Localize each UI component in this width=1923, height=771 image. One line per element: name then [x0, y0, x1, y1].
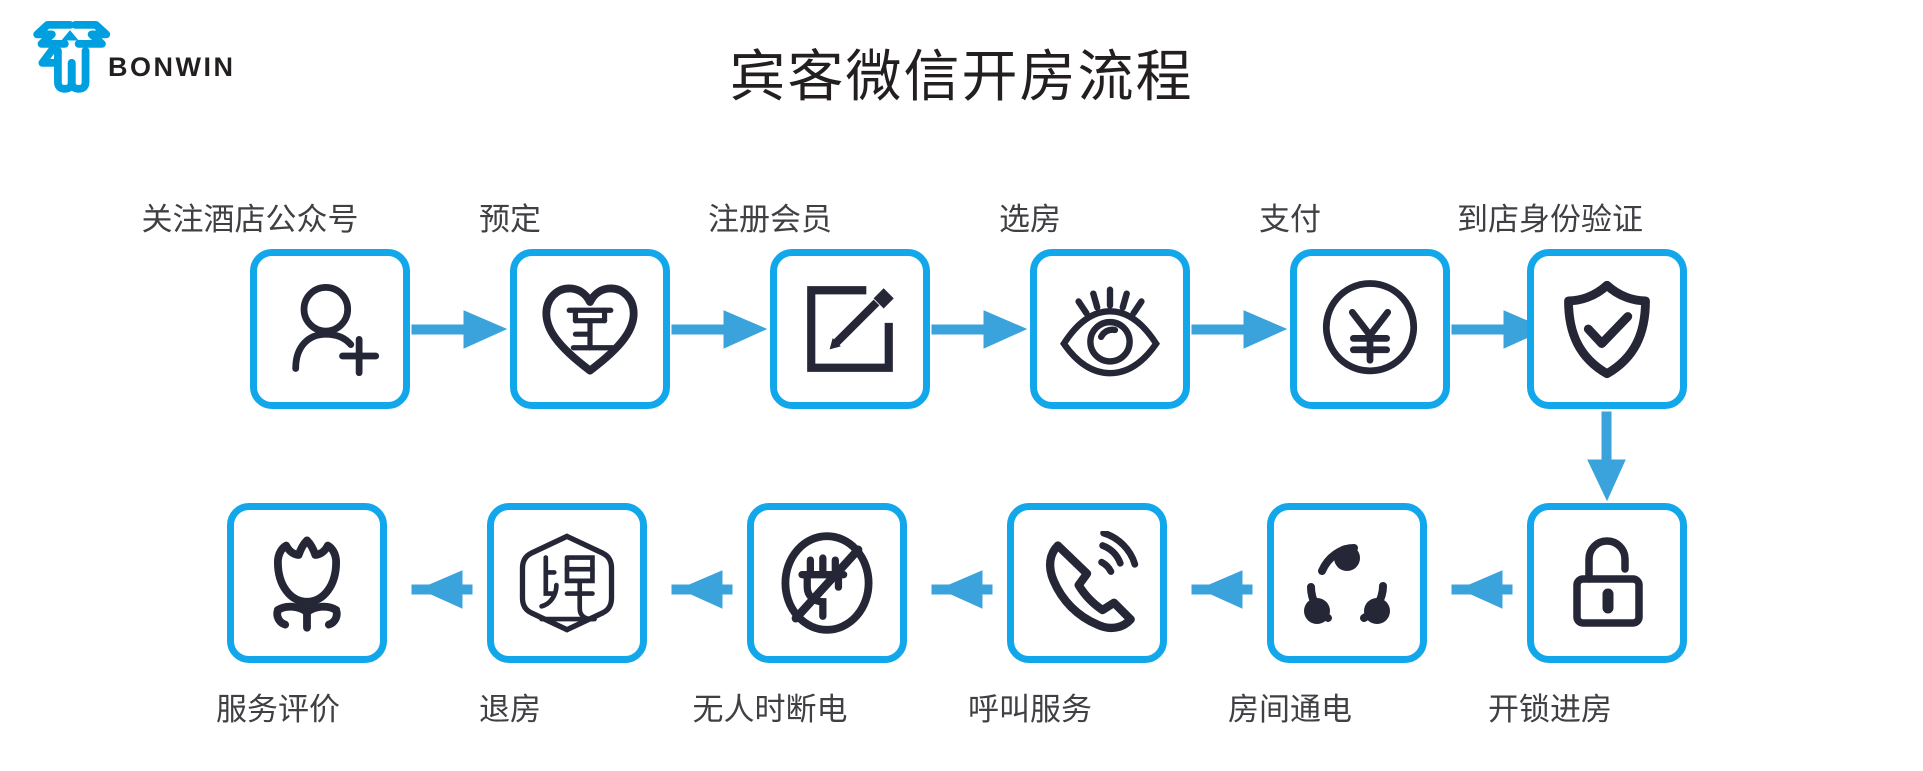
yen-circle-icon [1318, 277, 1422, 381]
brand-wordmark: BONWIN [108, 51, 236, 82]
phone-call-icon [1035, 531, 1139, 635]
flow-node-room-selection[interactable] [1030, 249, 1190, 409]
arrow-top-4-5 [1191, 310, 1288, 349]
arrow-top-1-2 [411, 310, 508, 349]
bonwin-propeller-logo-icon [26, 18, 114, 94]
user-add-icon [278, 277, 382, 381]
heart-ding-icon [538, 277, 642, 381]
node-label-2: 预定 [479, 202, 541, 238]
arrow-top-3-4 [931, 310, 1028, 349]
node-label-4: 选房 [999, 202, 1061, 238]
page-title: 宾客微信开房流程 [729, 45, 1194, 110]
node-label-12: 服务评价 [216, 692, 340, 728]
node-label-11: 退房 [479, 692, 541, 728]
arrow-bottom-7-8 [1451, 570, 1513, 609]
arrow-vertical-6-7 [1587, 411, 1626, 502]
flow-node-follow-official-account[interactable] [250, 249, 410, 409]
flow-node-unlock-enter-room[interactable] [1527, 503, 1687, 663]
arrow-bottom-11-12 [411, 570, 473, 609]
flow-node-service-review[interactable] [227, 503, 387, 663]
node-label-9: 呼叫服务 [968, 692, 1092, 728]
node-label-1: 关注酒店公众号 [141, 202, 359, 238]
flow-node-booking[interactable] [510, 249, 670, 409]
node-label-6: 到店身份验证 [1457, 202, 1643, 238]
tulip-flower-icon [255, 531, 359, 635]
arrow-bottom-9-10 [931, 570, 993, 609]
hexagon-tui-icon [514, 530, 620, 636]
flow-node-identity-verification[interactable] [1527, 249, 1687, 409]
share-nodes-icon [1295, 533, 1399, 633]
node-label-10: 无人时断电 [692, 692, 848, 728]
eye-icon [1056, 278, 1164, 380]
flow-node-power-off-when-vacant[interactable] [747, 503, 907, 663]
arrow-top-2-3 [671, 310, 768, 349]
arrow-bottom-8-9 [1191, 570, 1253, 609]
edit-square-icon [799, 278, 901, 380]
node-label-5: 支付 [1259, 202, 1321, 238]
arrow-bottom-10-11 [671, 570, 733, 609]
node-label-3: 注册会员 [708, 202, 832, 238]
node-label-7: 开锁进房 [1488, 692, 1612, 728]
unlock-icon [1557, 531, 1657, 635]
flow-node-call-service[interactable] [1007, 503, 1167, 663]
flow-node-payment[interactable] [1290, 249, 1450, 409]
shield-check-icon [1555, 277, 1659, 381]
node-label-8: 房间通电 [1228, 692, 1352, 728]
brand-logo: BONWIN [26, 16, 286, 96]
flow-node-member-registration[interactable] [770, 249, 930, 409]
flow-node-check-out[interactable] [487, 503, 647, 663]
no-power-plug-icon [775, 531, 879, 635]
flow-node-room-power-on[interactable] [1267, 503, 1427, 663]
